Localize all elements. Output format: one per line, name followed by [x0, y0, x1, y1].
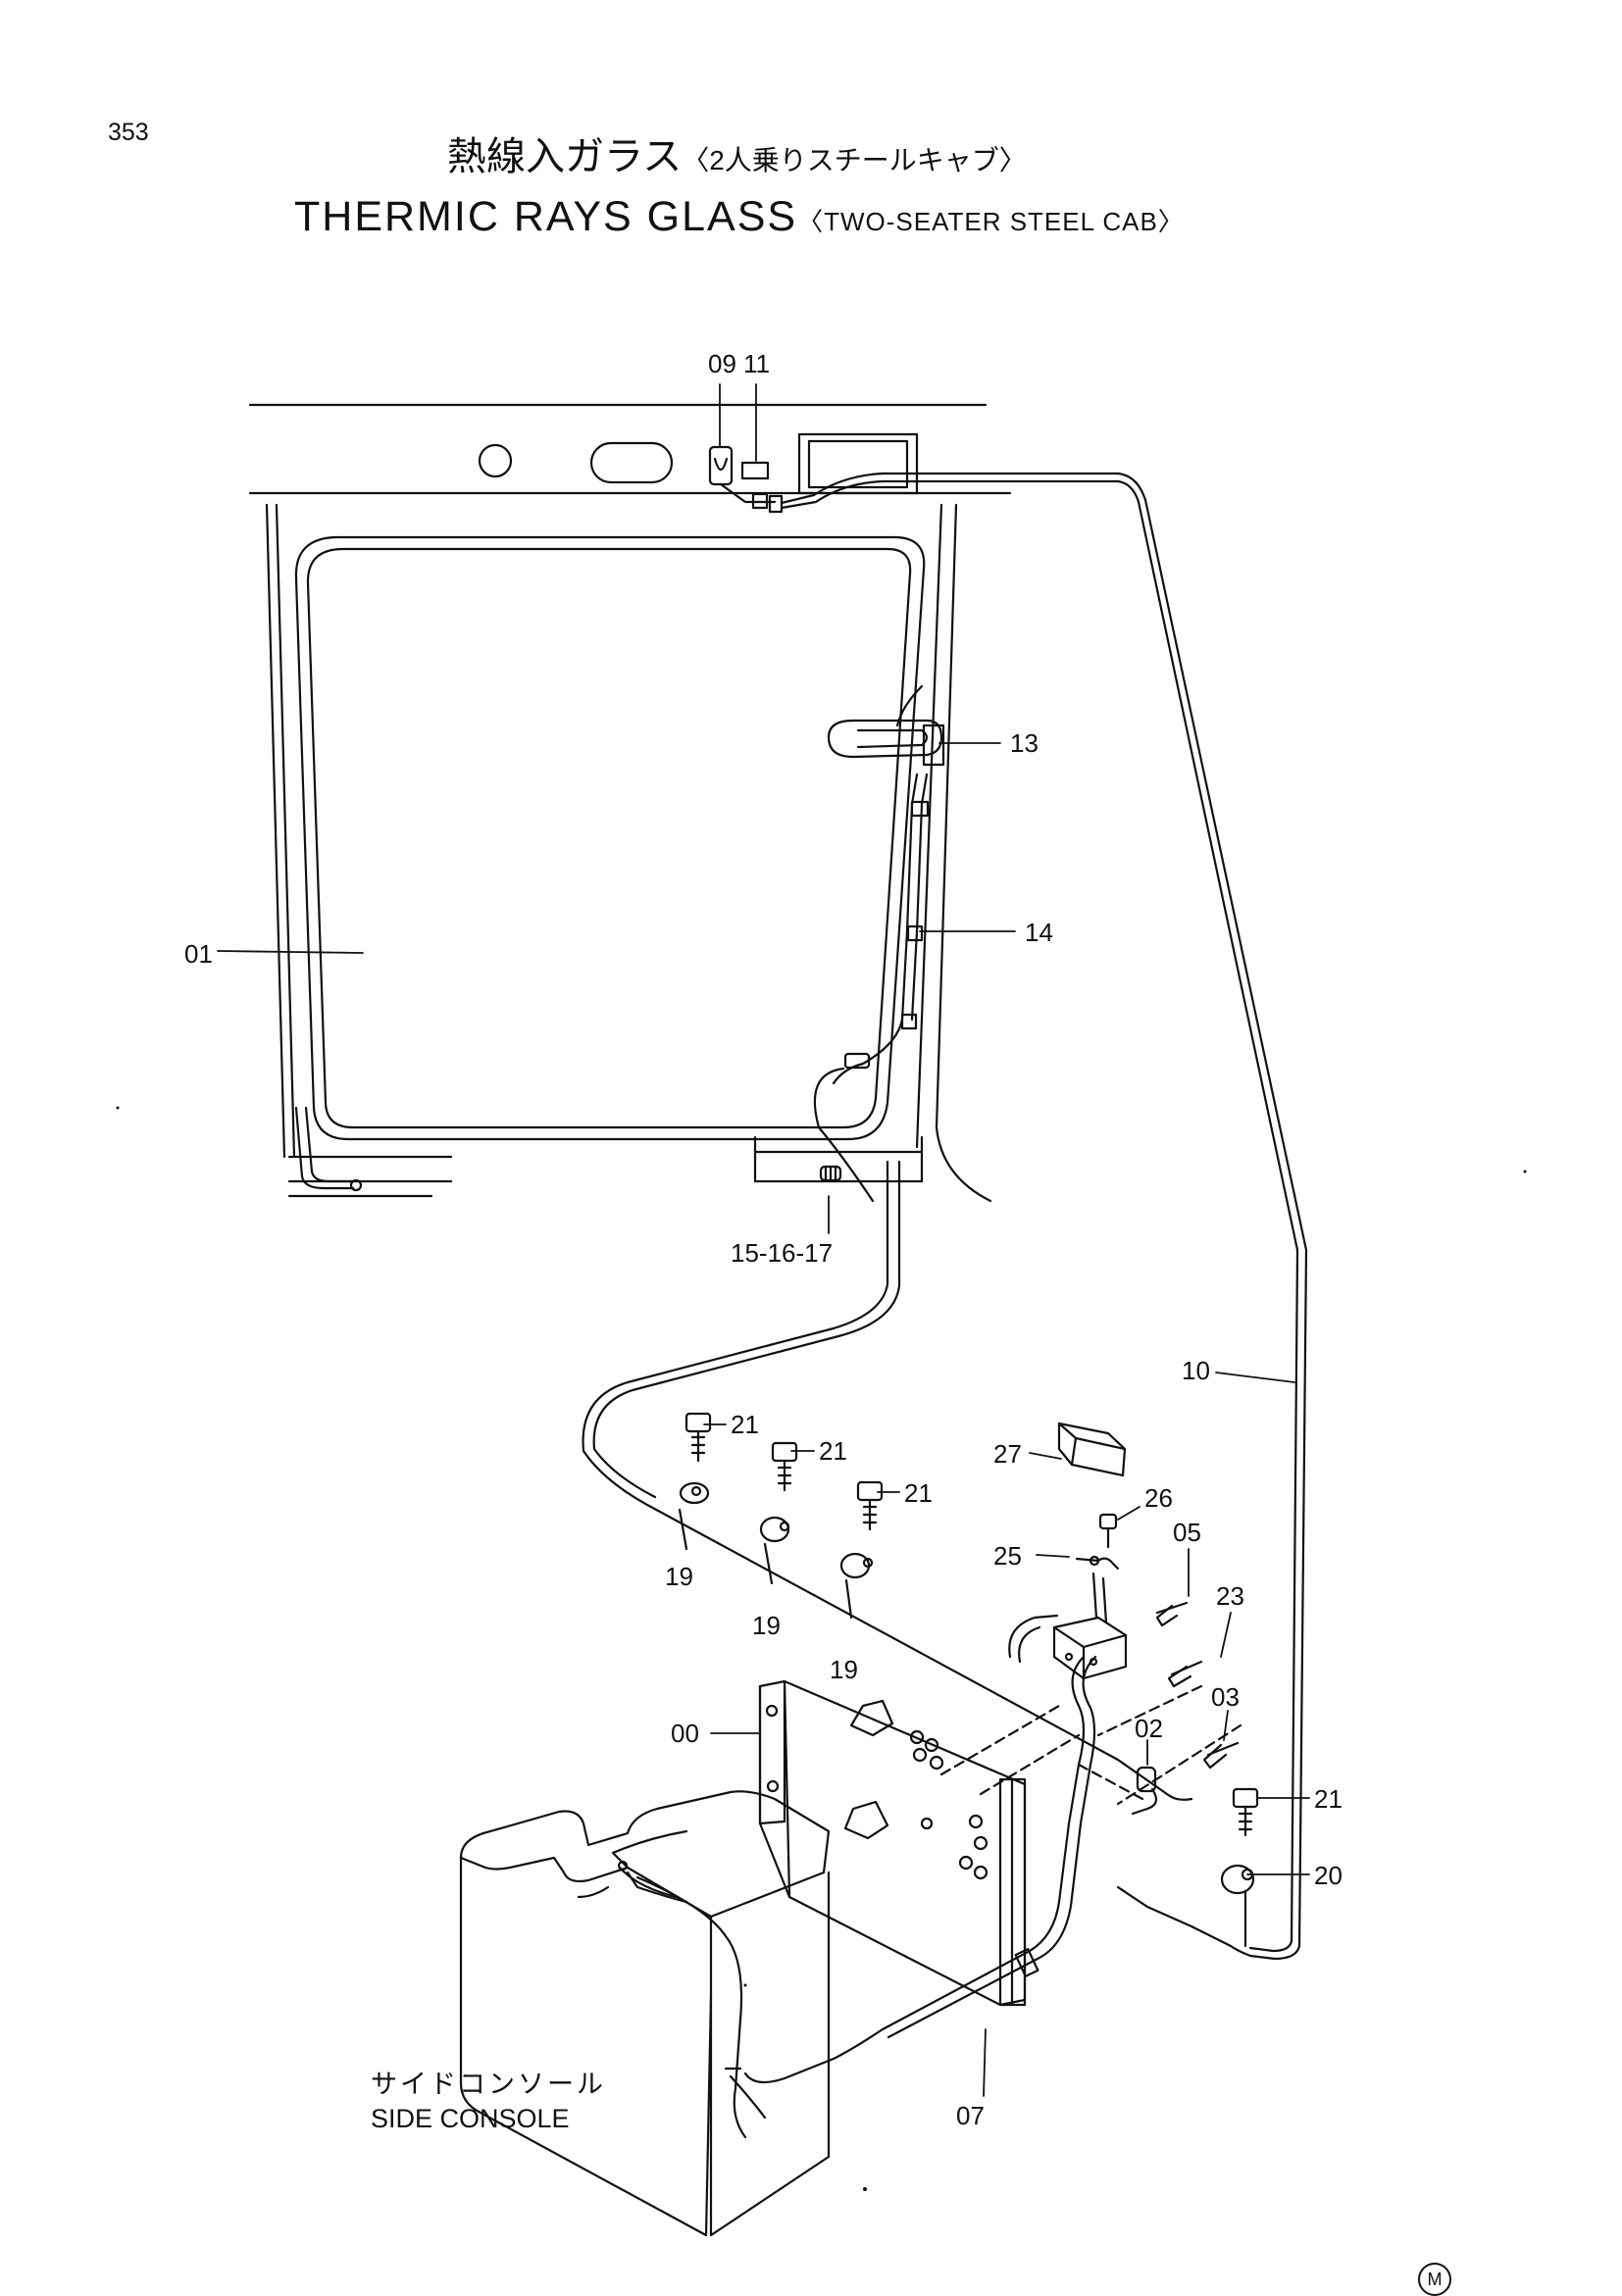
- harness-10: [1116, 498, 1308, 1961]
- title-english-main: THERMIC RAYS GLASS: [294, 193, 798, 240]
- callout-23: 23: [1216, 1581, 1244, 1611]
- callout-00: 00: [671, 1719, 699, 1748]
- callout-02: 02: [1135, 1714, 1163, 1743]
- callout-21-d: 21: [1314, 1784, 1343, 1814]
- title-japanese-main: 熱線入ガラス: [447, 135, 683, 178]
- bolt-21-and-clamp-20: [1220, 1787, 1259, 1948]
- callout-19-b: 19: [752, 1611, 781, 1640]
- bracket-00: [758, 1679, 1081, 2007]
- unit-27-screw-26-clip-25: [1057, 1422, 1127, 1624]
- callout-20: 20: [1314, 1861, 1343, 1890]
- glass-pane: [294, 535, 926, 1141]
- title-english: THERMIC RAYS GLASS〈TWO-SEATER STEEL CAB〉: [294, 196, 1185, 238]
- harness-bottom-left: [294, 1106, 363, 1192]
- bolts-21-and-clamps-19: [678, 1412, 884, 1620]
- handle-and-harness: [813, 684, 945, 1203]
- callout-21-a: 21: [731, 1410, 759, 1439]
- specks: [116, 1106, 1527, 2191]
- callout-13: 13: [1010, 728, 1039, 758]
- relay-block-and-bolts: [1008, 1601, 1242, 1816]
- roof-openings: [478, 432, 919, 495]
- callout-03: 03: [1211, 1682, 1240, 1712]
- subtitle-english: 〈TWO-SEATER STEEL CAB〉: [797, 207, 1185, 236]
- side-console-label-english: SIDE CONSOLE: [371, 2104, 570, 2133]
- page-number: 353: [108, 119, 149, 146]
- callout-07: 07: [956, 2101, 985, 2130]
- callout-05: 05: [1173, 1518, 1201, 1547]
- title-japanese: 熱線入ガラス〈2人乗りスチールキャブ〉: [447, 137, 1027, 176]
- circled-m-mark: M: [1418, 2263, 1451, 2296]
- callout-27: 27: [993, 1439, 1022, 1469]
- callout-10: 10: [1182, 1356, 1210, 1385]
- callout-09-11: 09 11: [708, 349, 771, 378]
- leader-lines: [217, 383, 1310, 2097]
- callout-14: 14: [1025, 918, 1053, 947]
- side-console-label-japanese: サイドコンソール: [371, 2070, 606, 2099]
- main-harness: [582, 1160, 1193, 2084]
- side-console: [459, 1790, 831, 2237]
- subtitle-japanese: 〈2人乗りスチールキャブ〉: [682, 145, 1027, 175]
- cab-frame: [248, 403, 1012, 1203]
- callout-26: 26: [1144, 1483, 1173, 1513]
- callout-21-b: 21: [819, 1436, 847, 1466]
- clamp-15-16-17: [819, 1165, 842, 1182]
- callout-25: 25: [993, 1541, 1022, 1571]
- callout-19-c: 19: [830, 1655, 858, 1684]
- callout-21-c: 21: [904, 1478, 933, 1508]
- callout-01: 01: [184, 939, 213, 969]
- callout-15-16-17: 15-16-17: [731, 1238, 834, 1268]
- callout-19-a: 19: [665, 1562, 693, 1591]
- connector-09-11: [708, 445, 1147, 514]
